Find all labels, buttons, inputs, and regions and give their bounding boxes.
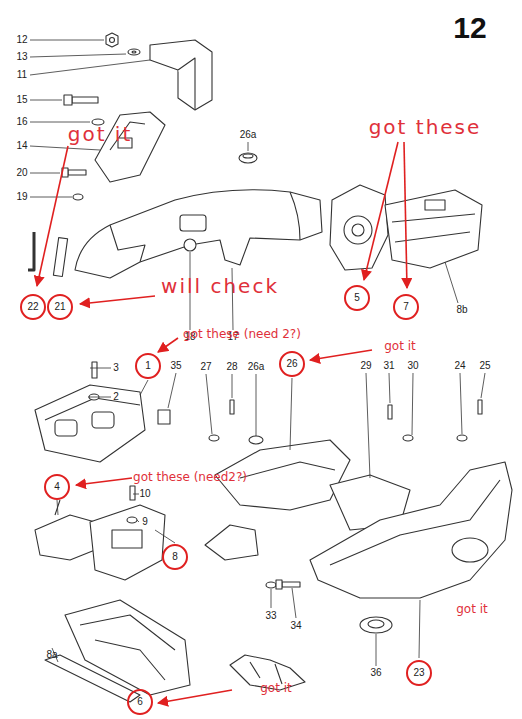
circled-callout: 23	[406, 660, 432, 686]
callout-number: 11	[17, 70, 27, 80]
handwritten-note: got it	[456, 603, 488, 615]
callout-number: 31	[383, 361, 394, 371]
callout-number: 6	[137, 697, 143, 707]
circled-callout: 21	[47, 294, 73, 320]
callout-number: 21	[54, 302, 65, 312]
circled-callout: 7	[393, 294, 419, 320]
callout-number: 8a	[46, 650, 57, 660]
callout-number: 14	[16, 141, 27, 151]
handwritten-note: got these (need2?)	[133, 471, 247, 483]
callout-number: 9	[142, 517, 148, 527]
callout-number: 8b	[456, 305, 467, 315]
callout-number: 4	[54, 482, 60, 492]
callout-number: 35	[170, 361, 181, 371]
callout-number: 5	[354, 293, 360, 303]
callout-number: 10	[139, 489, 150, 499]
callout-number: 13	[16, 52, 27, 62]
callout-number: 33	[265, 611, 276, 621]
callout-number: 29	[360, 361, 371, 371]
circled-callout: 8	[162, 544, 188, 570]
callout-number: 26	[286, 359, 297, 369]
circled-callout: 6	[127, 689, 153, 715]
callout-number: 25	[479, 361, 490, 371]
handwritten-note: got it	[68, 124, 133, 144]
circled-callout: 5	[344, 285, 370, 311]
callout-number: 8	[172, 552, 178, 562]
callout-number: 16	[16, 117, 27, 127]
callout-number: 1	[145, 361, 151, 371]
circled-callout: 26	[279, 351, 305, 377]
callout-number: 26a	[248, 362, 265, 372]
callout-number: 12	[16, 35, 27, 45]
callout-number: 22	[27, 302, 38, 312]
callout-number: 7	[403, 302, 409, 312]
handwritten-note: got these	[369, 117, 482, 137]
handwritten-note: got these (need 2?)	[183, 328, 301, 340]
callout-number: 26a	[240, 130, 257, 140]
callout-number: 24	[454, 361, 465, 371]
callout-number: 20	[16, 168, 27, 178]
page-number: 12	[453, 13, 486, 43]
callout-number: 30	[407, 361, 418, 371]
callout-number: 2	[113, 392, 119, 402]
callout-number: 28	[226, 362, 237, 372]
circled-callout: 1	[135, 353, 161, 379]
handwritten-note: will check	[161, 276, 279, 296]
circled-callout: 22	[20, 294, 46, 320]
handwritten-note: got it	[260, 682, 292, 694]
circled-callout: 4	[44, 474, 70, 500]
callout-number: 27	[200, 362, 211, 372]
callout-number: 19	[16, 192, 27, 202]
handwritten-note: got it	[384, 340, 416, 352]
callout-number: 23	[413, 668, 424, 678]
callout-number: 3	[113, 363, 119, 373]
callout-number: 36	[370, 668, 381, 678]
callout-number: 34	[290, 621, 301, 631]
callout-number: 15	[16, 95, 27, 105]
